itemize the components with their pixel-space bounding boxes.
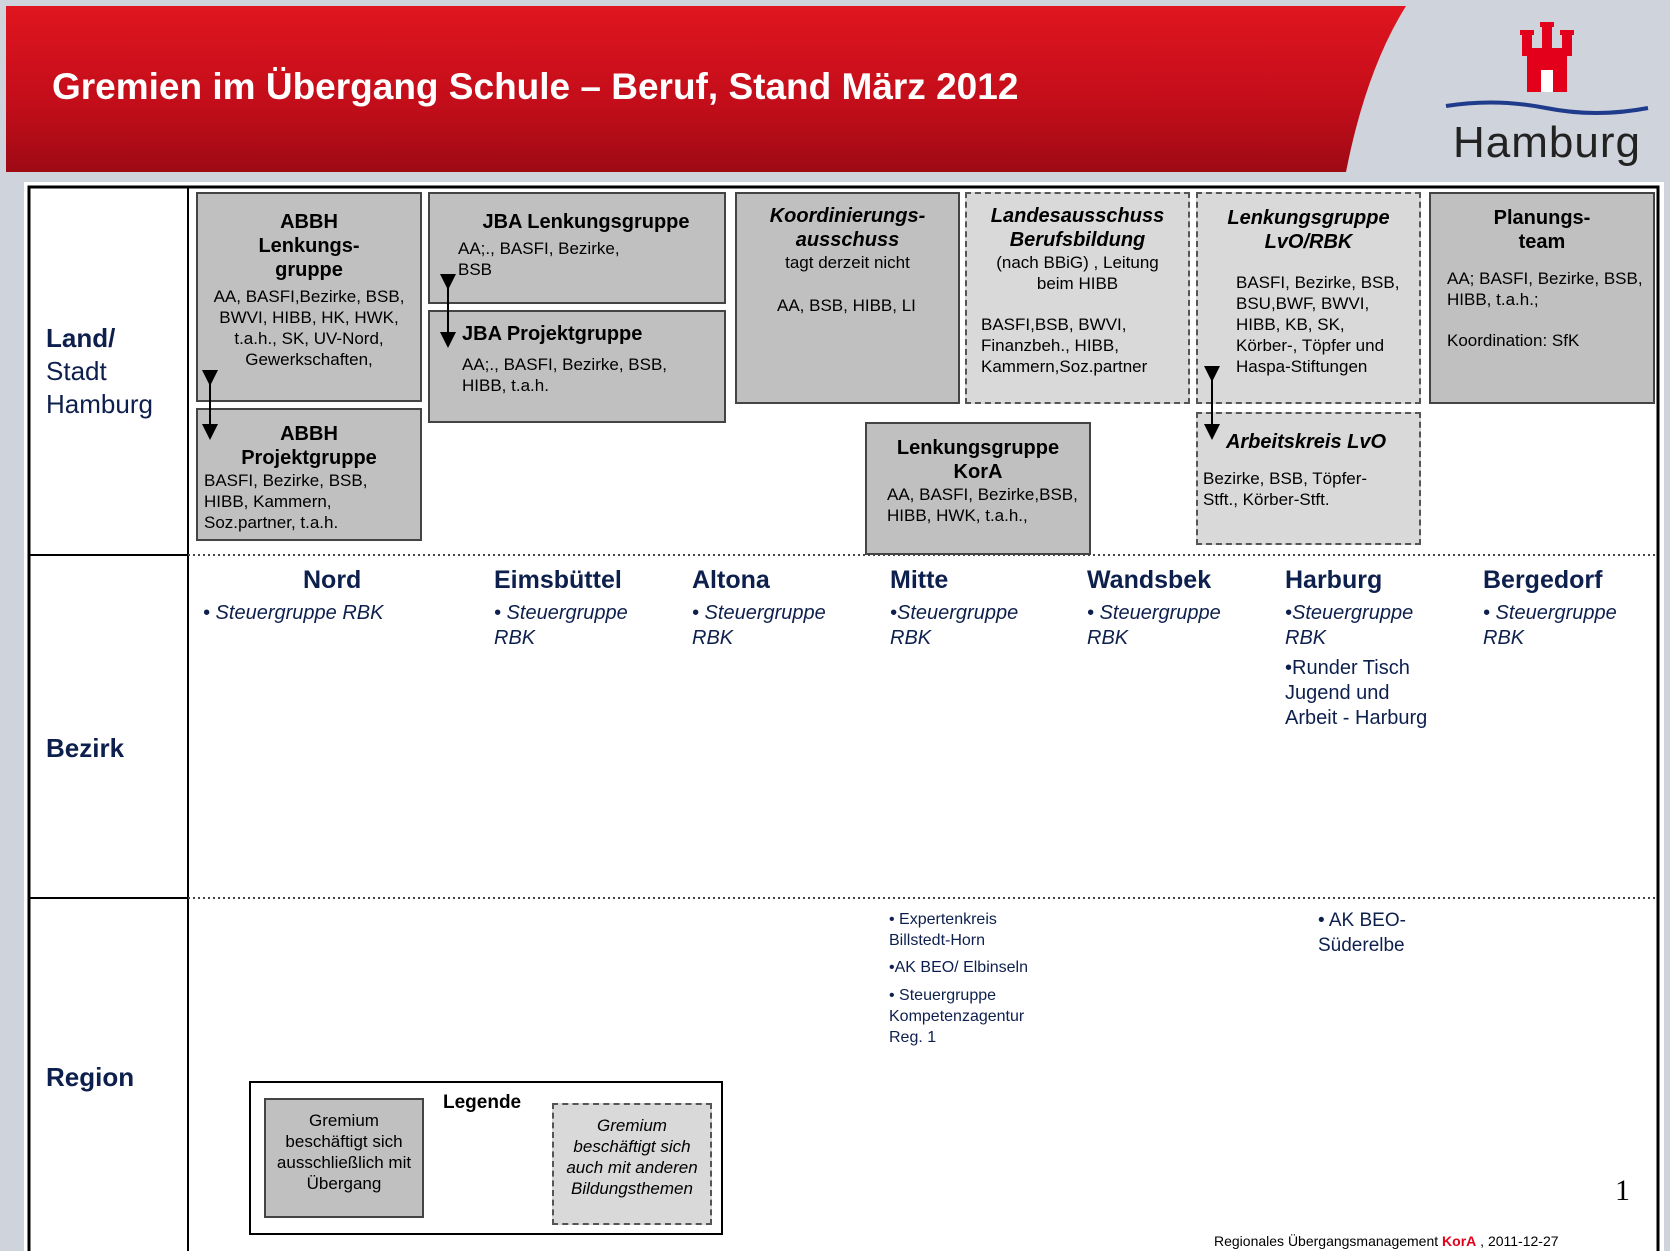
box-title: JBA Projektgruppe [462,323,643,345]
box-landesausschuss: Landesausschuss Berufsbildung (nach BBiG… [965,192,1190,404]
logo-text: Hamburg [1453,118,1641,167]
box-note: tagt derzeit nicht [785,253,910,272]
box-members: AA, BASFI,Bezirke, BSB, BWVI, HIBB, HK, … [213,287,405,369]
box-note: Koordination: SfK [1447,331,1580,350]
region-mitte-item-1: • Expertenkreis Billstedt-Horn [889,911,997,949]
row-label-land-1: Land/ [46,323,116,353]
box-title: Lenkungsgruppe LvO/RBK [1227,207,1390,253]
page-title: Gremien im Übergang Schule – Beruf, Stan… [52,66,1019,107]
box-title: Planungs-team [1493,207,1591,253]
box-lenkungsgruppe-kora: Lenkungsgruppe KorA AA, BASFI, Bezirke,B… [865,422,1091,555]
legend-solid-box: Gremium beschäftigt sich ausschließlich … [264,1098,424,1218]
district-eimsbuettel: Eimsbüttel [494,566,622,594]
box-members: BASFI,BSB, BWVI, Finanzbeh., HIBB, Kamme… [981,315,1148,376]
box-members: AA;., BASFI, Bezirke, BSB [458,239,620,279]
box-arbeitskreis-lvo: Arbeitskreis LvO Bezirke, BSB, Töpfer-St… [1196,412,1421,545]
legend-dashed-box: Gremium beschäftigt sich auch mit andere… [552,1103,712,1225]
row-label-land-3: Hamburg [46,389,153,419]
hamburg-logo [1445,22,1649,115]
box-members: AA;., BASFI, Bezirke, BSB, HIBB, t.a.h. [462,355,668,395]
box-title: Arbeitskreis LvO [1225,431,1387,453]
box-jba-projektgruppe: JBA Projektgruppe AA;., BASFI, Bezirke, … [428,310,726,423]
district-altona-item: • Steuergruppe RBK [692,602,826,649]
region-harburg-item-1: • AK BEO-Süderelbe [1318,910,1406,956]
row-label-region: Region [46,1062,135,1092]
box-members: AA, BASFI, Bezirke,BSB, HIBB, HWK, t.a.h… [887,485,1078,525]
box-title: Lenkungsgruppe KorA [896,437,1060,483]
row-label-bezirk: Bezirk [46,733,125,763]
box-koordinierungsausschuss: Koordinierungs-ausschuss tagt derzeit ni… [735,192,960,404]
box-title: Koordinierungs-ausschuss [769,205,926,251]
legend-dashed-text: Gremium beschäftigt sich auch mit andere… [566,1116,698,1198]
footer-source-prefix: Regionales Übergangsmanagement [1214,1233,1443,1249]
district-harburg-item: •Steuergruppe RBK [1285,602,1414,649]
box-members: Bezirke, BSB, Töpfer-Stft., Körber-Stft. [1203,469,1368,509]
district-wandsbek: Wandsbek [1087,566,1212,594]
box-jba-lenkungsgruppe: JBA Lenkungsgruppe AA;., BASFI, Bezirke,… [428,192,726,304]
district-mitte: Mitte [890,566,949,594]
row-label-land: Land/ Stadt Hamburg [46,322,153,421]
district-harburg: Harburg [1285,566,1383,594]
page-number: 1 [1615,1174,1630,1207]
district-eimsbuettel-item: • Steuergruppe RBK [494,602,628,649]
district-mitte-item: •Steuergruppe RBK [890,602,1019,649]
district-nord: Nord [303,566,362,594]
region-mitte-item-3: • Steuergruppe Kompetenzagentur Reg. 1 [889,987,1025,1046]
box-abbh-projektgruppe: ABBH Projektgruppe BASFI, Bezirke, BSB, … [196,408,422,541]
district-wandsbek-item: • Steuergruppe RBK [1087,602,1221,649]
footer-source-brand: KorA [1442,1233,1477,1249]
district-nord-item: • Steuergruppe RBK [203,602,384,624]
region-mitte-item-2: •AK BEO/ Elbinseln [889,959,1028,976]
box-lenkungsgruppe-lvo-rbk: Lenkungsgruppe LvO/RBK BASFI, Bezirke, B… [1196,192,1421,404]
box-members: AA; BASFI, Bezirke, BSB, HIBB, t.a.h.; [1447,269,1643,309]
box-title: ABBH Lenkungs-gruppe [258,211,360,281]
box-title: JBA Lenkungsgruppe [482,211,690,233]
district-bergedorf-item: • Steuergruppe RBK [1483,602,1617,649]
district-harburg-extra: •Runder Tisch Jugend und Arbeit - Harbur… [1285,657,1428,729]
footer-source: Regionales Übergangsmanagement KorA , 20… [1214,1233,1559,1249]
header-banner [6,6,1406,172]
box-title: ABBH Projektgruppe [241,423,377,469]
box-abbh-lenkungsgruppe: ABBH Lenkungs-gruppe AA, BASFI,Bezirke, … [196,192,422,402]
district-bergedorf: Bergedorf [1483,566,1603,594]
box-members: BASFI, Bezirke, BSB, BSU,BWF, BWVI, HIBB… [1236,273,1400,376]
box-planungsteam: Planungs-team AA; BASFI, Bezirke, BSB, H… [1429,192,1655,404]
legend-solid-text: Gremium beschäftigt sich ausschließlich … [276,1111,412,1193]
box-title: Landesausschuss Berufsbildung [990,205,1165,251]
box-members: AA, BSB, HIBB, LI [777,296,916,315]
box-note: (nach BBiG) , Leitung beim HIBB [996,253,1159,293]
row-label-land-2: Stadt [46,356,107,386]
legend-title: Legende [443,1092,522,1113]
footer-source-suffix: , 2011-12-27 [1476,1233,1559,1249]
district-altona: Altona [692,566,770,594]
box-members: BASFI, Bezirke, BSB, HIBB, Kammern, Soz.… [204,471,368,532]
